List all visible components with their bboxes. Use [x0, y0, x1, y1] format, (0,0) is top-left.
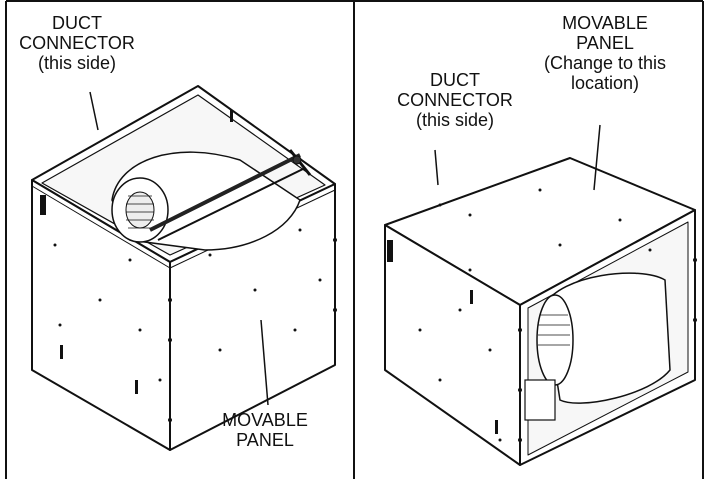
label-line: (this side) [415, 110, 495, 130]
label-line: PANEL [576, 33, 634, 53]
label-line: MOVABLE [562, 13, 648, 33]
right-leader-lines [434, 124, 601, 191]
duct-connector-label-left: DUCT CONNECTOR (this side) [2, 13, 152, 73]
left-fasteners [40, 110, 337, 422]
left-leader-lines [89, 91, 269, 406]
right-blower-wheel [524, 272, 671, 421]
label-line: (this side) [37, 53, 117, 73]
frame-lines [5, 0, 704, 479]
label-line: CONNECTOR [397, 90, 513, 110]
label-line: MOVABLE [222, 410, 308, 430]
label-line: location) [570, 73, 640, 93]
label-line: (Change to this [543, 53, 667, 73]
label-line: PANEL [236, 430, 294, 450]
left-blower-housing [31, 85, 336, 451]
label-line: DUCT [52, 13, 102, 33]
movable-panel-label-right: MOVABLE PANEL (Change to this location) [520, 13, 690, 93]
right-fasteners [387, 188, 697, 442]
label-line: CONNECTOR [19, 33, 135, 53]
duct-connector-label-right: DUCT CONNECTOR (this side) [380, 70, 530, 130]
label-line: DUCT [430, 70, 480, 90]
movable-panel-label-left: MOVABLE PANEL [190, 410, 340, 450]
left-blower-wheel [111, 149, 312, 251]
